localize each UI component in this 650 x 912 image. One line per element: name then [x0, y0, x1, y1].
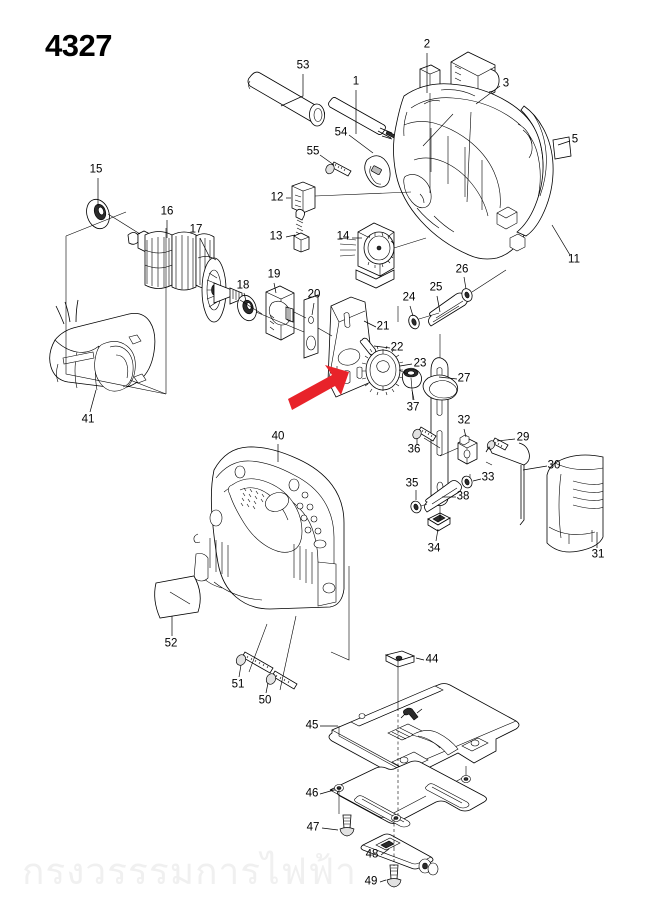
part-31-blade-cover: [546, 454, 604, 553]
callout-35: 35: [405, 477, 419, 490]
callout-44: 44: [425, 653, 439, 666]
callout-41: 41: [81, 413, 95, 426]
callout-50: 50: [258, 694, 272, 707]
part-40-housing-left-half: [193, 446, 345, 610]
part-19-bearing-retainer: [265, 285, 295, 341]
callout-3: 3: [502, 77, 510, 90]
callout-33: 33: [481, 471, 495, 484]
callout-2: 2: [423, 38, 431, 51]
callout-49: 49: [364, 875, 378, 888]
part-11-housing-right-half: [393, 83, 554, 260]
part-12-brush-holder-cap: [291, 181, 316, 214]
callout-25: 25: [429, 281, 443, 294]
part-25-counter-weight: [428, 292, 468, 327]
callout-37: 37: [406, 401, 420, 414]
callout-51: 51: [231, 678, 245, 691]
part-41-field-stator: [49, 299, 156, 392]
part-33-o-ring-small: [461, 475, 473, 489]
callout-26: 26: [455, 263, 469, 276]
callout-48: 48: [365, 848, 379, 861]
callout-32: 32: [457, 414, 471, 427]
part-15-ball-bearing-small: [86, 198, 110, 230]
callout-38: 38: [456, 490, 470, 503]
callout-18: 18: [236, 279, 250, 292]
part-47-pan-head-screw: [339, 814, 355, 837]
callout-27: 27: [457, 372, 471, 385]
callout-1: 1: [352, 75, 360, 88]
callout-54: 54: [334, 126, 348, 139]
part-26-o-ring-upper: [461, 288, 473, 302]
part-30-wire-spring: [485, 442, 530, 526]
callout-17: 17: [189, 223, 203, 236]
part-55-clamp-screw: [325, 161, 352, 177]
part-54-cord-clamp: [364, 155, 391, 188]
watermark-text: กรงวรรรมการไฟฟ้า: [22, 850, 357, 893]
callout-19: 19: [267, 268, 281, 281]
part-35-o-ring-lower: [410, 500, 422, 514]
callout-12: 12: [270, 191, 284, 204]
callout-36: 36: [407, 443, 421, 456]
callout-34: 34: [427, 542, 441, 555]
part-32-roller-bracket: [457, 434, 478, 465]
callout-45: 45: [305, 719, 319, 732]
callout-11: 11: [568, 253, 580, 266]
part-44-anti-splinter-insert: [384, 650, 416, 668]
callout-30: 30: [547, 459, 561, 472]
callout-40: 40: [271, 430, 285, 443]
callout-14: 14: [336, 230, 350, 243]
callout-24: 24: [402, 291, 416, 304]
annotation-arrow: [288, 365, 349, 410]
part-52-shield-plate: [154, 575, 201, 619]
callout-52: 52: [164, 637, 178, 650]
part-46-base-cover-plate: [329, 760, 487, 828]
part-49-bracket-screw: [386, 864, 402, 888]
part-23-gear-wheel: [361, 345, 404, 396]
part-34-guide-block: [427, 512, 451, 532]
part-53-cord-sleeve: [247, 71, 325, 127]
part-48-base-bracket: [360, 833, 439, 876]
callout-13: 13: [269, 230, 283, 243]
part-13-carbon-brush: [293, 208, 310, 253]
callout-15: 15: [89, 163, 103, 176]
part-20-gear-plate: [303, 294, 319, 359]
callout-16: 16: [160, 205, 174, 218]
callout-47: 47: [306, 821, 320, 834]
part-24-o-ring: [408, 314, 420, 330]
callout-23: 23: [413, 357, 427, 370]
part-51-tapping-screw-long: [235, 651, 274, 674]
part-45-base-assembly: [328, 683, 520, 789]
callout-46: 46: [305, 787, 319, 800]
page-title: 4327: [45, 28, 112, 63]
part-38-slide-bar: [424, 480, 462, 513]
part-36-hex-bolt: [412, 426, 437, 442]
callout-22: 22: [390, 341, 404, 354]
part-5-name-plate: [552, 136, 572, 160]
callout-29: 29: [516, 431, 530, 444]
callout-21: 21: [376, 320, 390, 333]
callout-20: 20: [307, 288, 321, 301]
part-37-bushing: [401, 367, 422, 389]
part-50-tapping-screw-short: [265, 670, 298, 690]
callout-5: 5: [571, 133, 579, 146]
leader-lines: [65, 53, 598, 883]
callout-55: 55: [306, 145, 320, 158]
callout-31: 31: [591, 548, 605, 561]
callout-53: 53: [296, 59, 310, 72]
